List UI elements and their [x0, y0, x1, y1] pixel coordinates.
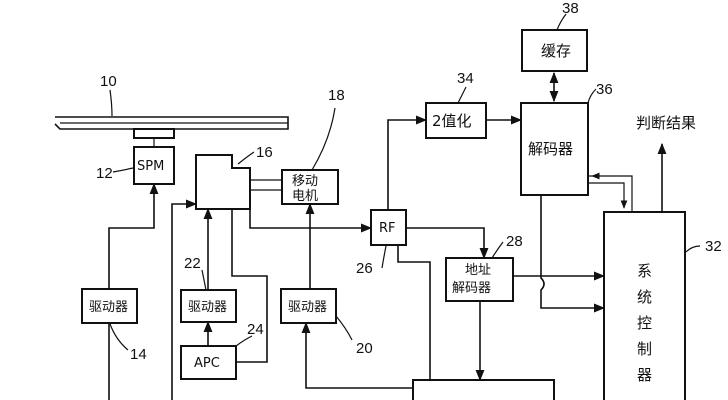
sys-ctrl-char2: 统 [637, 288, 652, 306]
label-18: 18 [328, 87, 345, 104]
driver-20-label-leader [335, 315, 353, 341]
system-controller-label-leader [685, 245, 701, 253]
label-26: 26 [356, 260, 373, 277]
sys-ctrl-char3: 控 [637, 314, 652, 332]
driver-22-box [180, 289, 237, 323]
spm-text: SPM [137, 159, 164, 174]
servo-control-box [412, 379, 555, 400]
label-22: 22 [184, 255, 201, 272]
disc-label-leader [109, 89, 113, 117]
label-32: 32 [705, 238, 722, 255]
sled-motor-box [281, 169, 339, 205]
spindle-hub [133, 128, 175, 139]
label-14: 14 [130, 346, 147, 363]
label-20: 20 [356, 340, 373, 357]
spm-label-leader [112, 167, 134, 173]
cache-label-leader [556, 13, 567, 31]
address-decoder-box [445, 257, 514, 302]
label-28: 28 [506, 233, 523, 250]
apc-text: APC [194, 356, 220, 371]
label-36: 36 [596, 81, 613, 98]
sys-ctrl-char4: 制 [637, 340, 652, 358]
driver-14-label-leader [109, 323, 129, 351]
driver-14-text: 驱动器 [89, 300, 128, 315]
address-decoder-line1: 地址 [465, 263, 491, 278]
label-12: 12 [96, 165, 113, 182]
decoder-label-leader [587, 88, 597, 104]
driver-22-label-leader [201, 269, 207, 291]
label-10: 10 [100, 73, 117, 90]
label-24: 24 [247, 321, 264, 338]
sys-ctrl-char1: 系 [637, 262, 652, 280]
sled-motor-label-leader [311, 107, 336, 171]
address-decoder-label-leader [491, 241, 504, 259]
decoder-text: 解码器 [528, 140, 573, 158]
rf-label-leader [381, 245, 387, 269]
binarize-text: 2值化 [432, 112, 472, 130]
disc [54, 116, 289, 130]
address-decoder-line2: 解码器 [452, 281, 491, 296]
decoder-box [520, 102, 589, 196]
sys-ctrl-char5: 器 [637, 366, 652, 384]
optical-pickup-box [195, 154, 251, 210]
binarize-label-leader [457, 86, 467, 104]
driver-14-box [81, 288, 138, 324]
apc-label-leader [235, 335, 253, 347]
label-16: 16 [256, 144, 273, 161]
sled-motor-line2: 电机 [292, 189, 318, 204]
system-controller-box [603, 211, 686, 400]
judge-result-text: 判断结果 [636, 114, 696, 132]
sled-motor-line1: 移动 [292, 174, 318, 189]
label-34: 34 [457, 70, 474, 87]
pickup-label-leader [237, 151, 255, 165]
driver-20-text: 驱动器 [288, 300, 327, 315]
driver-22-text: 驱动器 [188, 300, 227, 315]
cache-box [521, 29, 588, 72]
cache-text: 缓存 [541, 42, 571, 60]
rf-text: RF [379, 221, 396, 236]
label-38: 38 [562, 0, 579, 17]
